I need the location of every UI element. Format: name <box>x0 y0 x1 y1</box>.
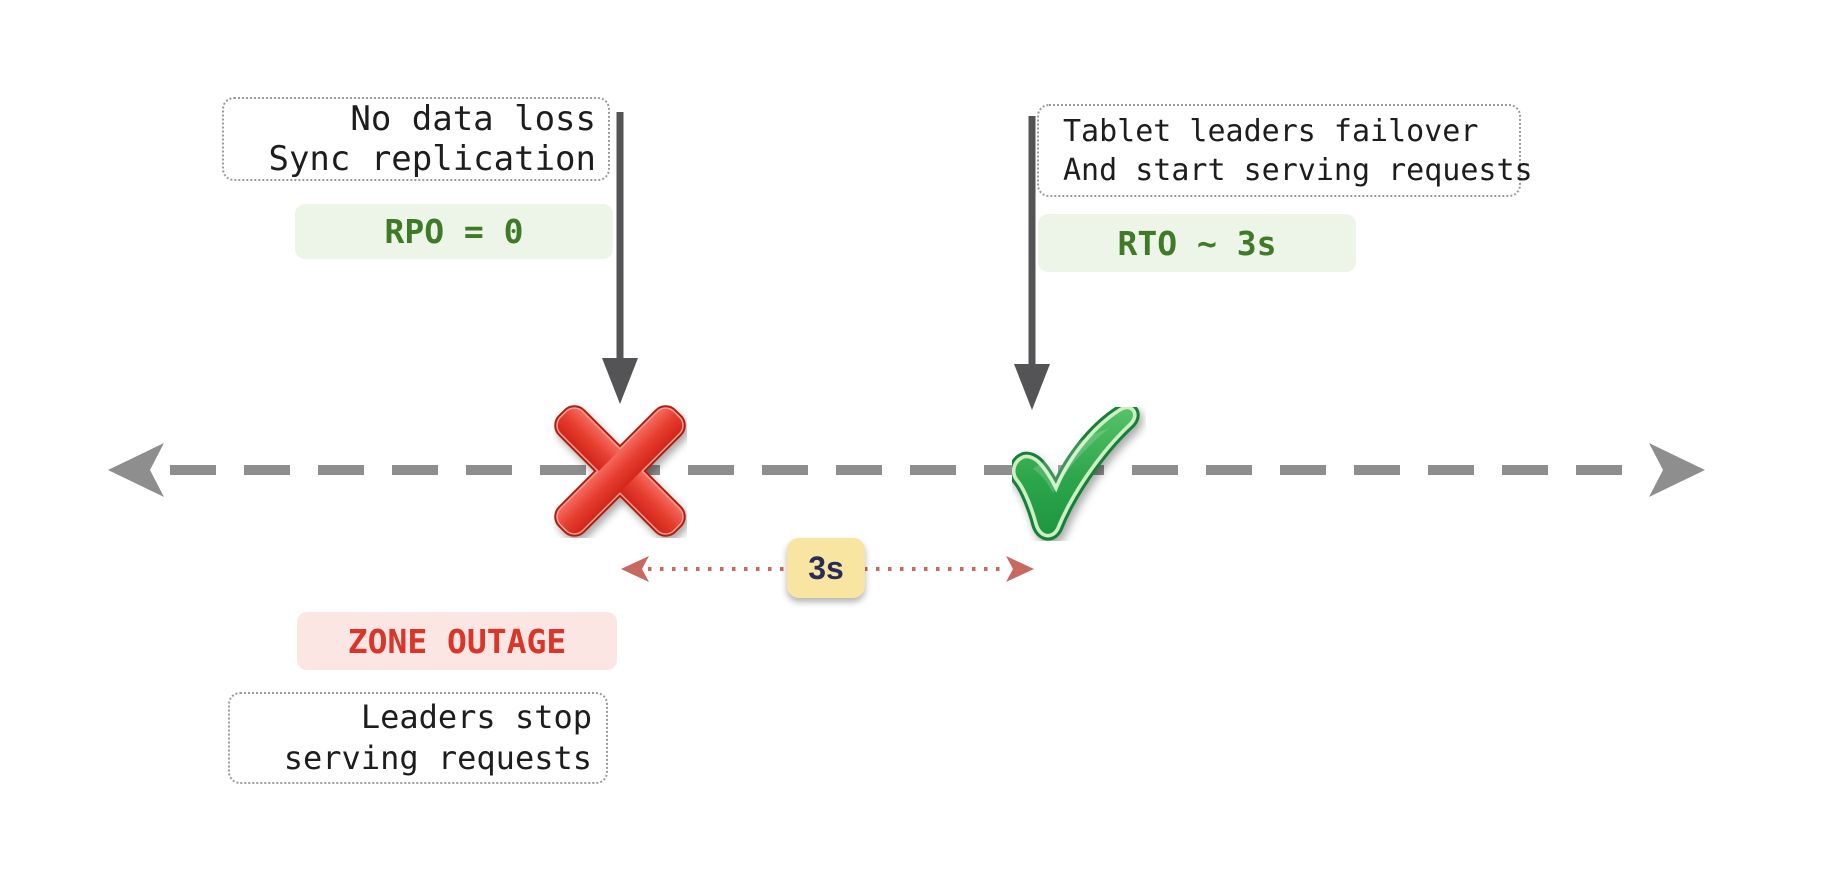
timeline-right-arrowhead <box>1649 443 1705 497</box>
duration-badge: 3s <box>787 538 865 598</box>
outage-note-line2: serving requests <box>283 739 592 777</box>
zone-outage-badge: ZONE OUTAGE <box>297 612 617 670</box>
rpo-note-line2: Sync replication <box>268 139 596 179</box>
outage-pointer-arrow <box>602 112 638 404</box>
rto-note-line1: Tablet leaders failover <box>1063 113 1479 149</box>
timeline-axis <box>108 443 1705 497</box>
check-mark-icon <box>1012 407 1140 541</box>
outage-note-line1: Leaders stop <box>360 698 592 736</box>
failover-pointer-arrow <box>1014 116 1050 410</box>
rto-note-box: Tablet leaders failover And start servin… <box>1037 104 1533 197</box>
rto-note-line2: And start serving requests <box>1063 152 1533 188</box>
rpo-note-line1: No data loss <box>350 99 596 139</box>
outage-note-box: Leaders stop serving requests <box>228 692 608 784</box>
rpo-note-box: No data loss Sync replication <box>222 97 610 181</box>
timeline-left-arrowhead <box>108 443 164 497</box>
rpo-badge: RPO = 0 <box>295 204 613 259</box>
rto-badge: RTO ~ 3s <box>1038 214 1356 272</box>
cross-mark-icon <box>554 405 686 537</box>
